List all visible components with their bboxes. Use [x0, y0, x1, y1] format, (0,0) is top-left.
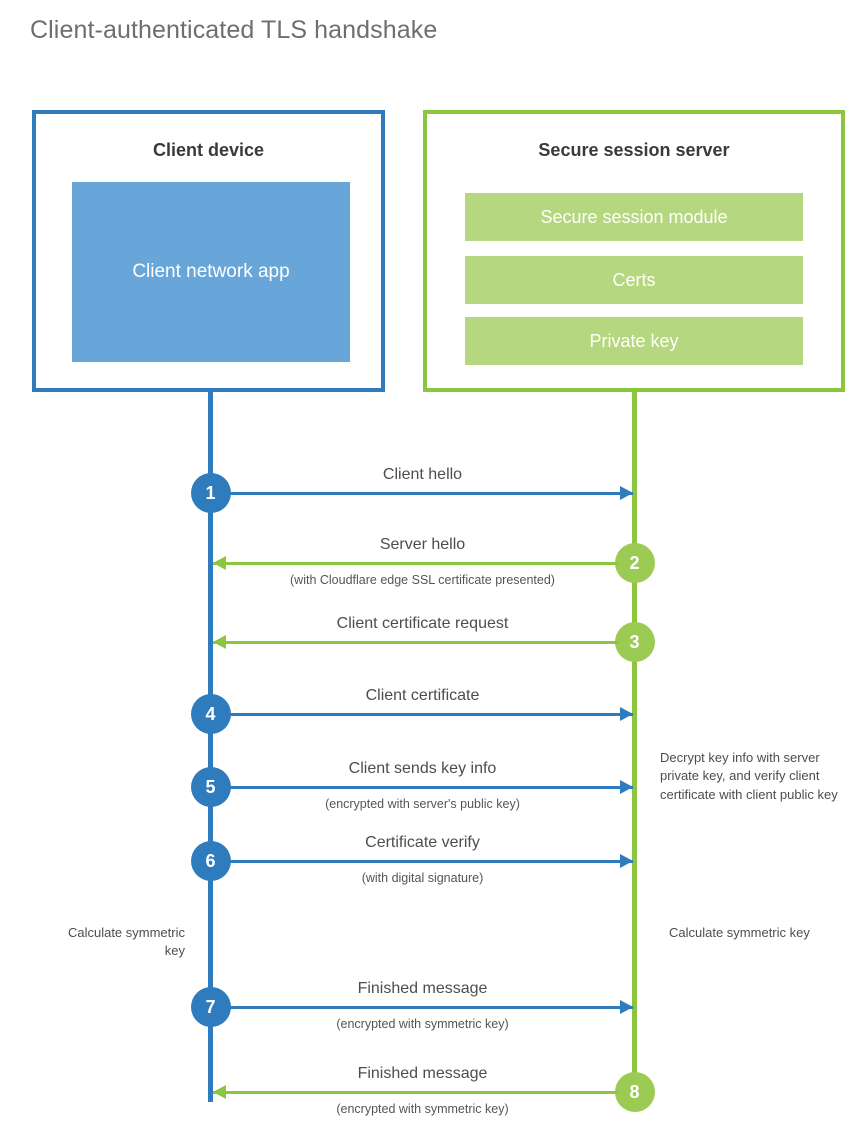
message-label-6: Certificate verify — [365, 834, 480, 851]
server-lifeline — [632, 392, 637, 1092]
step-circle-4[interactable]: 4 — [190, 694, 231, 734]
message-line-6 — [226, 859, 633, 863]
step-circle-1[interactable]: 1 — [190, 473, 231, 513]
message-line-7 — [226, 1005, 633, 1009]
message-label-2: Server hello — [379, 536, 466, 553]
step-circle-7[interactable]: 7 — [190, 987, 231, 1027]
message-line-2 — [212, 561, 619, 565]
client-device-box: Client device Client network app — [32, 110, 385, 392]
message-sublabel-8: (encrypted with symmetric key) — [336, 1102, 509, 1116]
arrow-head-8 — [212, 1085, 226, 1099]
server-bar-secure-session-module: Secure session module — [465, 193, 803, 241]
step-circle-5[interactable]: 5 — [190, 767, 231, 807]
message-line-8 — [212, 1090, 619, 1094]
server-bar-private-key: Private key — [465, 317, 803, 365]
step-circle-3[interactable]: 3 — [614, 622, 655, 662]
arrow-head-6 — [619, 854, 633, 868]
message-line-4 — [226, 712, 633, 716]
message-label-8: Finished message — [357, 1065, 488, 1082]
message-label-4: Client certificate — [365, 687, 480, 704]
message-label-7: Finished message — [357, 980, 488, 997]
client-device-title: Client device — [152, 140, 265, 160]
message-sublabel-2: (with Cloudflare edge SSL certificate pr… — [290, 573, 555, 587]
page-title: Client-authenticated TLS handshake — [30, 16, 438, 44]
arrow-head-5 — [619, 780, 633, 794]
message-sublabel-5: (encrypted with server's public key) — [325, 797, 520, 811]
message-line-5 — [226, 785, 633, 789]
message-sublabel-7: (encrypted with symmetric key) — [336, 1017, 509, 1031]
message-label-3: Client certificate request — [336, 615, 509, 632]
message-line-1 — [226, 491, 633, 495]
step-circle-6[interactable]: 6 — [190, 841, 231, 881]
secure-session-server-box: Secure session server Secure session mod… — [423, 110, 845, 392]
note-server-calculate-symmetric-key: Calculate symmetric key — [669, 925, 810, 940]
note-client-calculate-symmetric-key: Calculate symmetric key — [67, 925, 185, 959]
step-circle-8[interactable]: 8 — [614, 1072, 655, 1112]
arrow-head-2 — [212, 556, 226, 570]
server-bar-certs: Certs — [465, 256, 803, 304]
client-network-app-block: Client network app — [72, 182, 350, 362]
arrow-head-7 — [619, 1000, 633, 1014]
secure-session-server-title: Secure session server — [538, 140, 730, 160]
client-lifeline — [208, 392, 213, 1102]
message-sublabel-6: (with digital signature) — [361, 871, 484, 885]
arrow-head-1 — [619, 486, 633, 500]
message-label-5: Client sends key info — [348, 760, 497, 777]
arrow-head-3 — [212, 635, 226, 649]
note-server-decrypt: Decrypt key info with server private key… — [660, 750, 838, 802]
message-line-3 — [212, 640, 619, 644]
step-circle-2[interactable]: 2 — [614, 543, 655, 583]
arrow-head-4 — [619, 707, 633, 721]
message-label-1: Client hello — [382, 466, 463, 483]
